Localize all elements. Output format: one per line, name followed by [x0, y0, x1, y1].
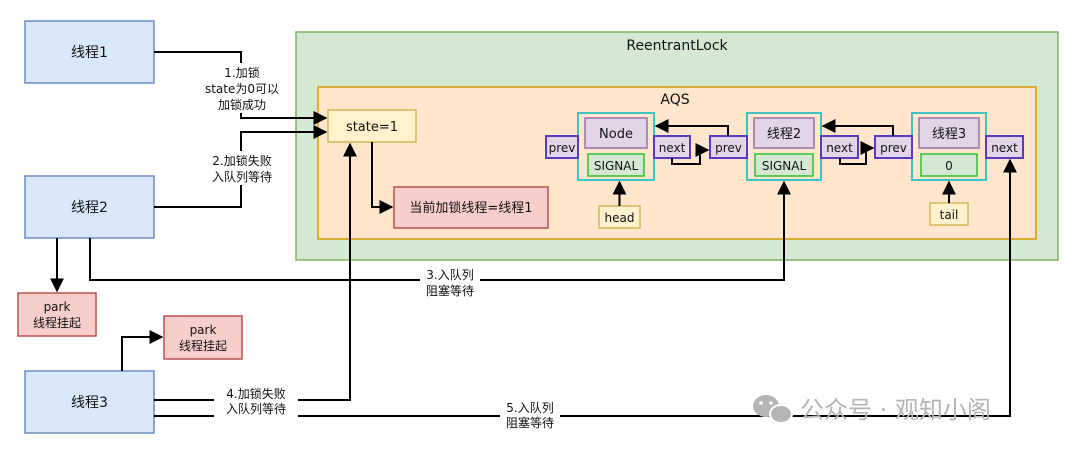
- node1-status: SIGNAL: [594, 159, 639, 173]
- aqs-title: AQS: [660, 92, 689, 108]
- thread3-box: 线程3: [24, 370, 155, 434]
- park-box-thread2-line1: park: [44, 300, 71, 314]
- edge-state-owner: [371, 142, 394, 214]
- edge-thread3-park: [121, 330, 164, 371]
- owner-box: 当前加锁线程=线程1: [393, 186, 549, 229]
- edge-label-4: 4.加锁失败 入队列等待: [214, 385, 298, 417]
- park-box-thread2-line2: 线程挂起: [33, 315, 81, 330]
- park-box-thread3-line2: 线程挂起: [179, 338, 227, 353]
- node3-prev: prev: [874, 135, 913, 159]
- edge-label-1-line2: state为0可以: [205, 82, 279, 96]
- edge-label-3-line1: 3.入队列: [426, 267, 473, 282]
- edge-node1-next: [671, 143, 710, 165]
- edge-label-1-line3: 加锁成功: [218, 97, 266, 112]
- watermark-text: 公众号 · 观知小阁: [800, 396, 991, 424]
- edge-label-1: 1.加锁 state为0可以 加锁成功: [196, 63, 288, 113]
- head-label: head: [605, 211, 635, 225]
- queue-node-1: Node SIGNAL: [577, 112, 655, 181]
- edge-node2-prev: [654, 119, 729, 136]
- thread1-box: 线程1: [24, 20, 155, 84]
- edge-thread3-enqueue: [154, 158, 1017, 417]
- edge-label-2-line2: 入队列等待: [212, 169, 272, 184]
- node1-next: next: [653, 135, 691, 159]
- head-pointer: head: [598, 205, 641, 229]
- node3-next: next: [985, 135, 1024, 159]
- park-box-thread3: park 线程挂起: [163, 315, 243, 360]
- node1-next-label: next: [659, 141, 686, 155]
- node2-title: 线程2: [767, 127, 801, 142]
- owner-label: 当前加锁线程=线程1: [409, 200, 532, 216]
- node1-title: Node: [599, 127, 633, 142]
- park-box-thread2: park 线程挂起: [17, 292, 97, 337]
- edge-label-1-line1: 1.加锁: [224, 65, 259, 80]
- state-box: state=1: [327, 109, 417, 143]
- edge-label-5-line1: 5.入队列: [506, 400, 553, 415]
- edge-label-5-line2: 阻塞等待: [506, 415, 554, 430]
- tail-pointer: tail: [929, 202, 969, 226]
- wechat-icon: [753, 395, 793, 424]
- edge-label-2: 2.加锁失败 入队列等待: [200, 151, 284, 185]
- node3-status: 0: [945, 159, 953, 173]
- thread3-label: 线程3: [71, 395, 108, 411]
- node2-next: next: [820, 135, 859, 159]
- node2-status: SIGNAL: [762, 159, 807, 173]
- node3-title: 线程3: [932, 127, 966, 142]
- thread1-label: 线程1: [71, 45, 108, 61]
- queue-node-3: 线程3 0: [911, 112, 987, 181]
- thread2-label: 线程2: [71, 200, 108, 216]
- edge-label-4-line1: 4.加锁失败: [226, 386, 285, 401]
- tail-label: tail: [940, 208, 959, 222]
- state-label: state=1: [346, 120, 398, 135]
- node2-prev: prev: [709, 135, 748, 159]
- reentrantlock-title: ReentrantLock: [626, 38, 728, 54]
- edge-label-2-line1: 2.加锁失败: [212, 153, 271, 168]
- edge-label-4-line2: 入队列等待: [226, 401, 286, 416]
- queue-node-2: 线程2 SIGNAL: [746, 112, 822, 181]
- thread2-box: 线程2: [24, 175, 155, 239]
- node1-prev-label: prev: [549, 141, 576, 155]
- node3-next-label: next: [991, 141, 1018, 155]
- watermark: 公众号 · 观知小阁: [753, 395, 991, 424]
- node2-prev-label: prev: [715, 141, 742, 155]
- node1-prev: prev: [545, 135, 579, 159]
- node3-prev-label: prev: [880, 141, 907, 155]
- edge-node3-prev: [821, 119, 894, 136]
- park-box-thread3-line1: park: [190, 323, 217, 337]
- edge-label-3-line2: 阻塞等待: [426, 283, 474, 298]
- edge-node2-next: [839, 141, 875, 165]
- node2-next-label: next: [826, 141, 853, 155]
- edge-label-3: 3.入队列 阻塞等待: [420, 266, 480, 300]
- edge-label-5: 5.入队列 阻塞等待: [500, 400, 560, 432]
